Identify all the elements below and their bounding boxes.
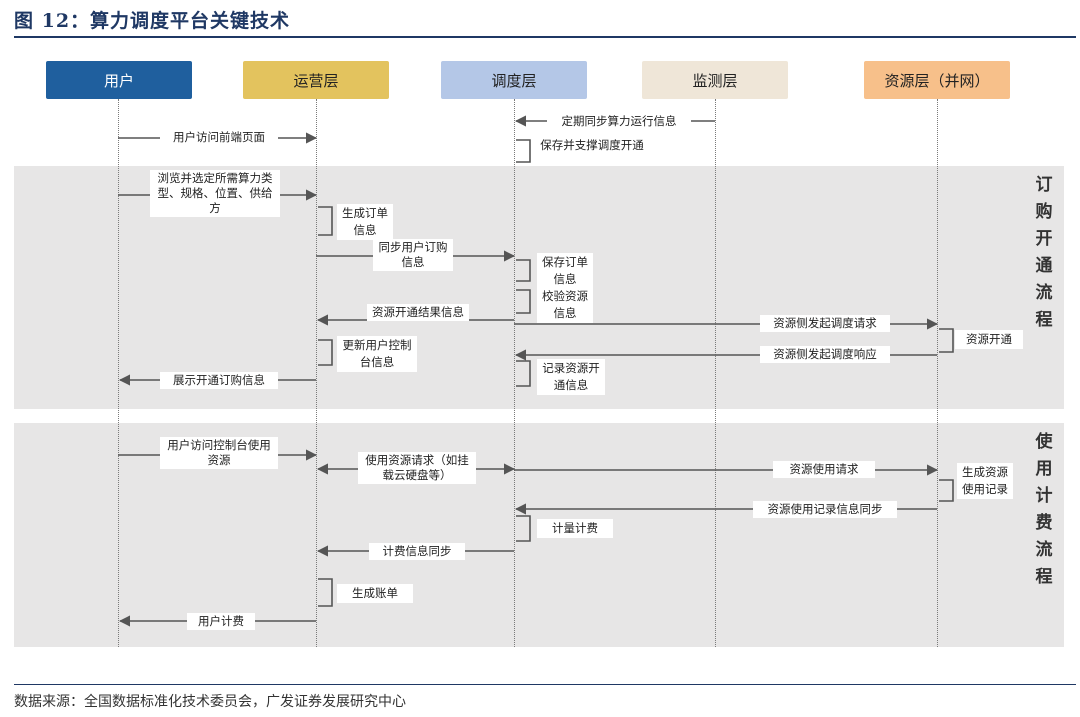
act-usage-record: 生成资源使用记录 <box>957 463 1013 499</box>
source-note: 数据来源：全国数据标准化技术委员会，广发证券发展研究中心 <box>14 694 406 710</box>
msg-schedule-request: 资源侧发起调度请求 <box>760 315 890 332</box>
source-rule <box>14 684 1076 685</box>
msg-billing-sync: 计费信息同步 <box>369 543 465 560</box>
msg-browse-select: 浏览并选定所需算力类型、规格、位置、供给方 <box>150 170 280 217</box>
msg-usage-record-sync: 资源使用记录信息同步 <box>753 501 897 518</box>
lifeline-resource <box>937 99 938 647</box>
act-save-order: 保存订单信息 <box>537 253 593 289</box>
act-verify-resource: 校验资源信息 <box>537 287 593 323</box>
bracket-billing <box>318 578 333 607</box>
act-billing: 生成账单 <box>337 584 413 603</box>
bracket-metering <box>516 515 531 542</box>
figure-title: 图 12：算力调度平台关键技术 <box>14 10 291 32</box>
msg-open-result: 资源开通结果信息 <box>367 304 469 321</box>
section-label-order: 订购开通流程 <box>1035 175 1053 330</box>
bracket-usage-record <box>939 479 954 502</box>
lifeline-operation <box>316 99 317 647</box>
msg-access-frontend: 用户访问前端页面 <box>160 129 278 146</box>
lifeline-scheduling <box>514 99 515 647</box>
msg-resource-use-request: 资源使用请求 <box>773 461 875 478</box>
bracket-update-console <box>318 339 333 366</box>
bracket-save-support <box>516 139 531 163</box>
bracket-generate-order <box>318 206 333 236</box>
title-rule <box>14 36 1076 38</box>
act-generate-order: 生成订单信息 <box>337 204 393 240</box>
lifeline-user <box>118 99 119 647</box>
lane-header-user: 用户 <box>46 61 192 99</box>
bracket-resource-open <box>939 328 954 353</box>
msg-schedule-response: 资源侧发起调度响应 <box>760 346 890 363</box>
lane-header-resource: 资源层（并网） <box>864 61 1010 99</box>
lifeline-monitoring <box>715 99 716 647</box>
act-resource-open: 资源开通 <box>955 330 1023 349</box>
lane-header-monitoring: 监测层 <box>642 61 788 99</box>
bracket-save-order <box>516 259 531 282</box>
lane-header-scheduling: 调度层 <box>441 61 587 99</box>
msg-use-resource: 使用资源请求（如挂载云硬盘等） <box>358 452 476 484</box>
act-update-console: 更新用户控制台信息 <box>337 336 417 372</box>
bracket-record-open <box>516 360 531 387</box>
bracket-verify-resource <box>516 289 531 314</box>
act-metering: 计量计费 <box>537 519 613 538</box>
msg-access-console: 用户访问控制台使用资源 <box>160 437 278 469</box>
msg-sync-order: 同步用户订购信息 <box>373 239 453 271</box>
msg-show-order: 展示开通订购信息 <box>160 372 278 389</box>
section-label-usage: 使用计费流程 <box>1035 432 1053 587</box>
msg-user-billing: 用户计费 <box>187 613 255 630</box>
act-record-open: 记录资源开通信息 <box>537 359 605 395</box>
msg-sync-runtime: 定期同步算力运行信息 <box>547 113 691 130</box>
lane-header-operation: 运营层 <box>243 61 389 99</box>
act-save-support: 保存并支撑调度开通 <box>533 136 651 155</box>
